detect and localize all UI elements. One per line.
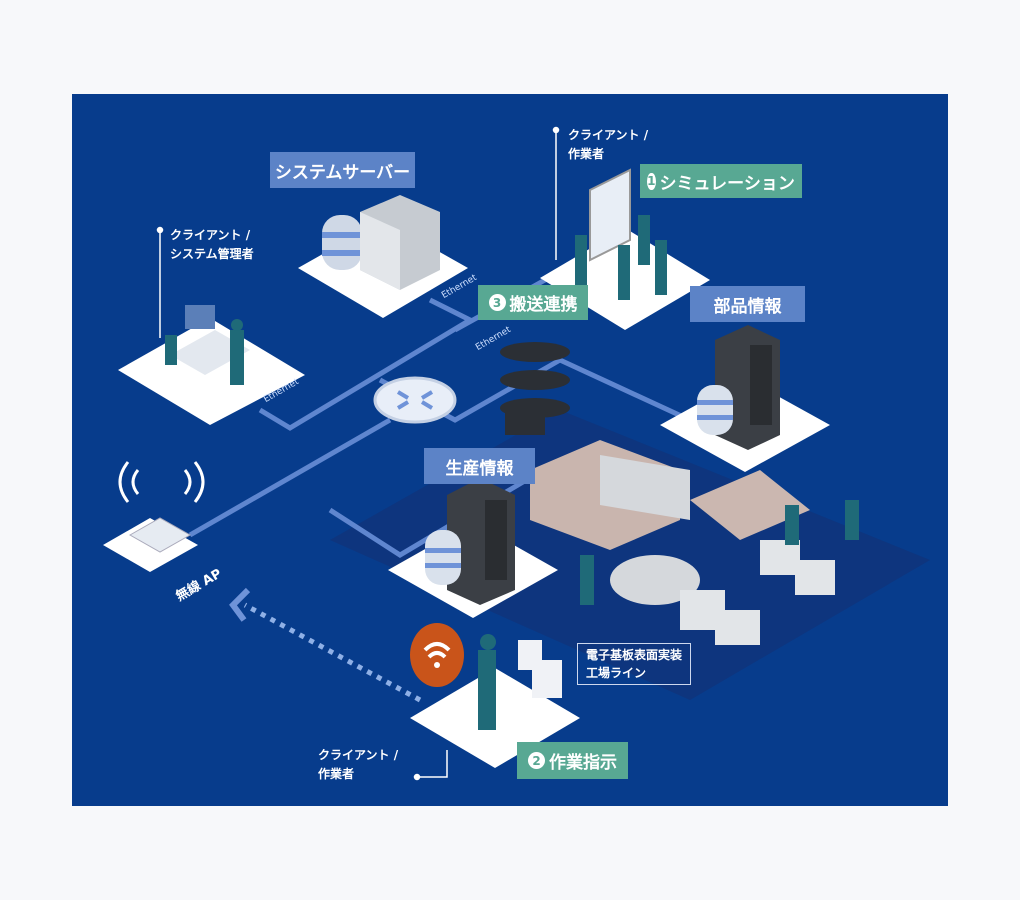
step-number: 2 (528, 752, 545, 769)
production-rack-icon (425, 478, 515, 605)
parts-rack-icon (697, 325, 780, 450)
production-info-label: 生産情報 (424, 448, 535, 484)
step-number: 1 (647, 172, 656, 190)
wifi-icon (410, 623, 464, 687)
simulation-text: シミュレーション (659, 173, 795, 194)
role-admin-line1: クライアント / (170, 228, 251, 242)
role-worker-bottom-line1: クライアント / (318, 748, 399, 762)
role-worker-top: クライアント / 作業者 (568, 126, 648, 164)
factory-line-text-1: 電子基板表面実装 (586, 648, 683, 662)
system-server-text: システムサーバー (274, 162, 411, 183)
router-arrows (396, 390, 434, 410)
arrow-icon (229, 587, 251, 622)
worker-icon (478, 634, 562, 730)
factory-line-icon (530, 440, 859, 645)
factory-line-label: 電子基板表面実装 工場ライン (577, 643, 692, 685)
wireless-link (243, 602, 422, 703)
role-worker-bottom: クライアント / 作業者 (318, 746, 398, 784)
system-server-label: システムサーバー (270, 152, 415, 188)
simulation-team-icon (575, 168, 667, 300)
role-worker-bottom-line2: 作業者 (318, 767, 355, 781)
router-icon (373, 376, 457, 424)
role-admin-line2: システム管理者 (170, 247, 254, 261)
admin-desk-icon (165, 305, 250, 385)
parts-info-text: 部品情報 (713, 296, 782, 317)
platform-admin (118, 318, 305, 425)
role-admin: クライアント / システム管理者 (170, 226, 254, 264)
server-icon (322, 195, 440, 290)
wireless-ap-icon (118, 461, 205, 553)
role-worker-top-line1: クライアント / (568, 128, 649, 142)
step-number: 3 (488, 294, 506, 311)
role-pointers (156, 126, 560, 781)
transport-robot-icon (500, 342, 570, 435)
transport-text: 搬送連携 (509, 295, 578, 315)
production-info-text: 生産情報 (445, 458, 514, 479)
factory-line-text-2: 工場ライン (586, 666, 647, 680)
role-worker-top-line2: 作業者 (568, 147, 605, 161)
work-instruction-text: 作業指示 (549, 753, 617, 773)
parts-info-label: 部品情報 (690, 286, 805, 322)
